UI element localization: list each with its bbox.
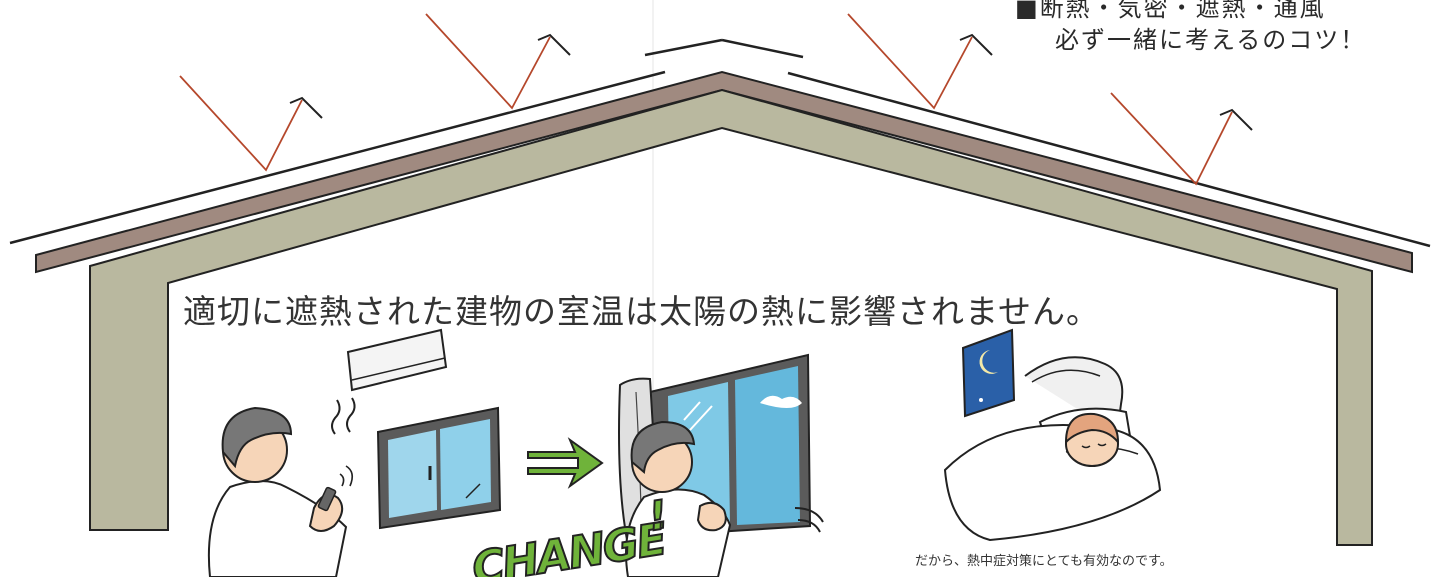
footer-text: だから、熱中症対策にとても有効なのです。 — [915, 554, 1173, 569]
person-icon-right — [625, 420, 732, 577]
wind-lines — [794, 507, 824, 533]
heading-bullet-icon: ■ — [1015, 0, 1040, 22]
air-conditioner-icon — [331, 328, 448, 435]
sun-ray-arrows — [179, 13, 1233, 186]
heading-text-1: 断熱・気密・遮熱・通風 — [1039, 0, 1326, 22]
arrow-right-icon — [527, 437, 604, 489]
arrow-heads — [289, 33, 1253, 131]
window-icon-left — [376, 406, 502, 530]
roof-outline — [9, 38, 1431, 248]
heading-line-1: ■断熱・気密・遮熱・通風 — [1015, 0, 1326, 23]
person-icon-sleeping — [1064, 412, 1120, 467]
moon-picture-icon — [961, 328, 1016, 418]
roof-band — [35, 70, 1413, 274]
main-caption: 適切に遮熱された建物の室温は太陽の熱に影響されません。 — [183, 292, 1101, 331]
heading-line-2: 必ず一緒に考えるのコツ！ — [1055, 26, 1367, 54]
person-icon-left — [207, 406, 348, 577]
remote-control-icon — [317, 465, 354, 512]
house-walls — [89, 88, 1373, 546]
change-word: CHANGE — [469, 514, 671, 577]
